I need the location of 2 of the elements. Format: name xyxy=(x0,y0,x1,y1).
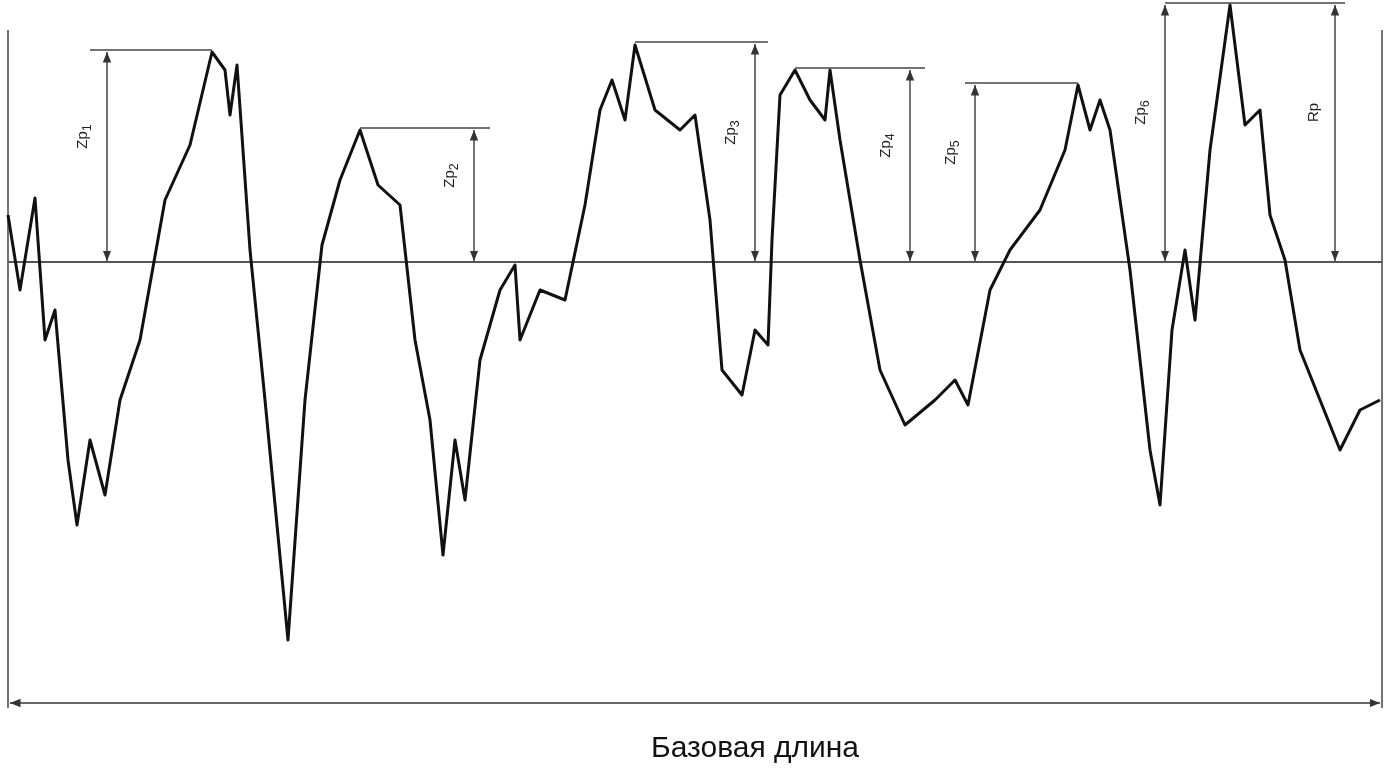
dimension-label: Rp xyxy=(1304,102,1322,123)
dimension-label: Базовая длина xyxy=(651,730,860,764)
